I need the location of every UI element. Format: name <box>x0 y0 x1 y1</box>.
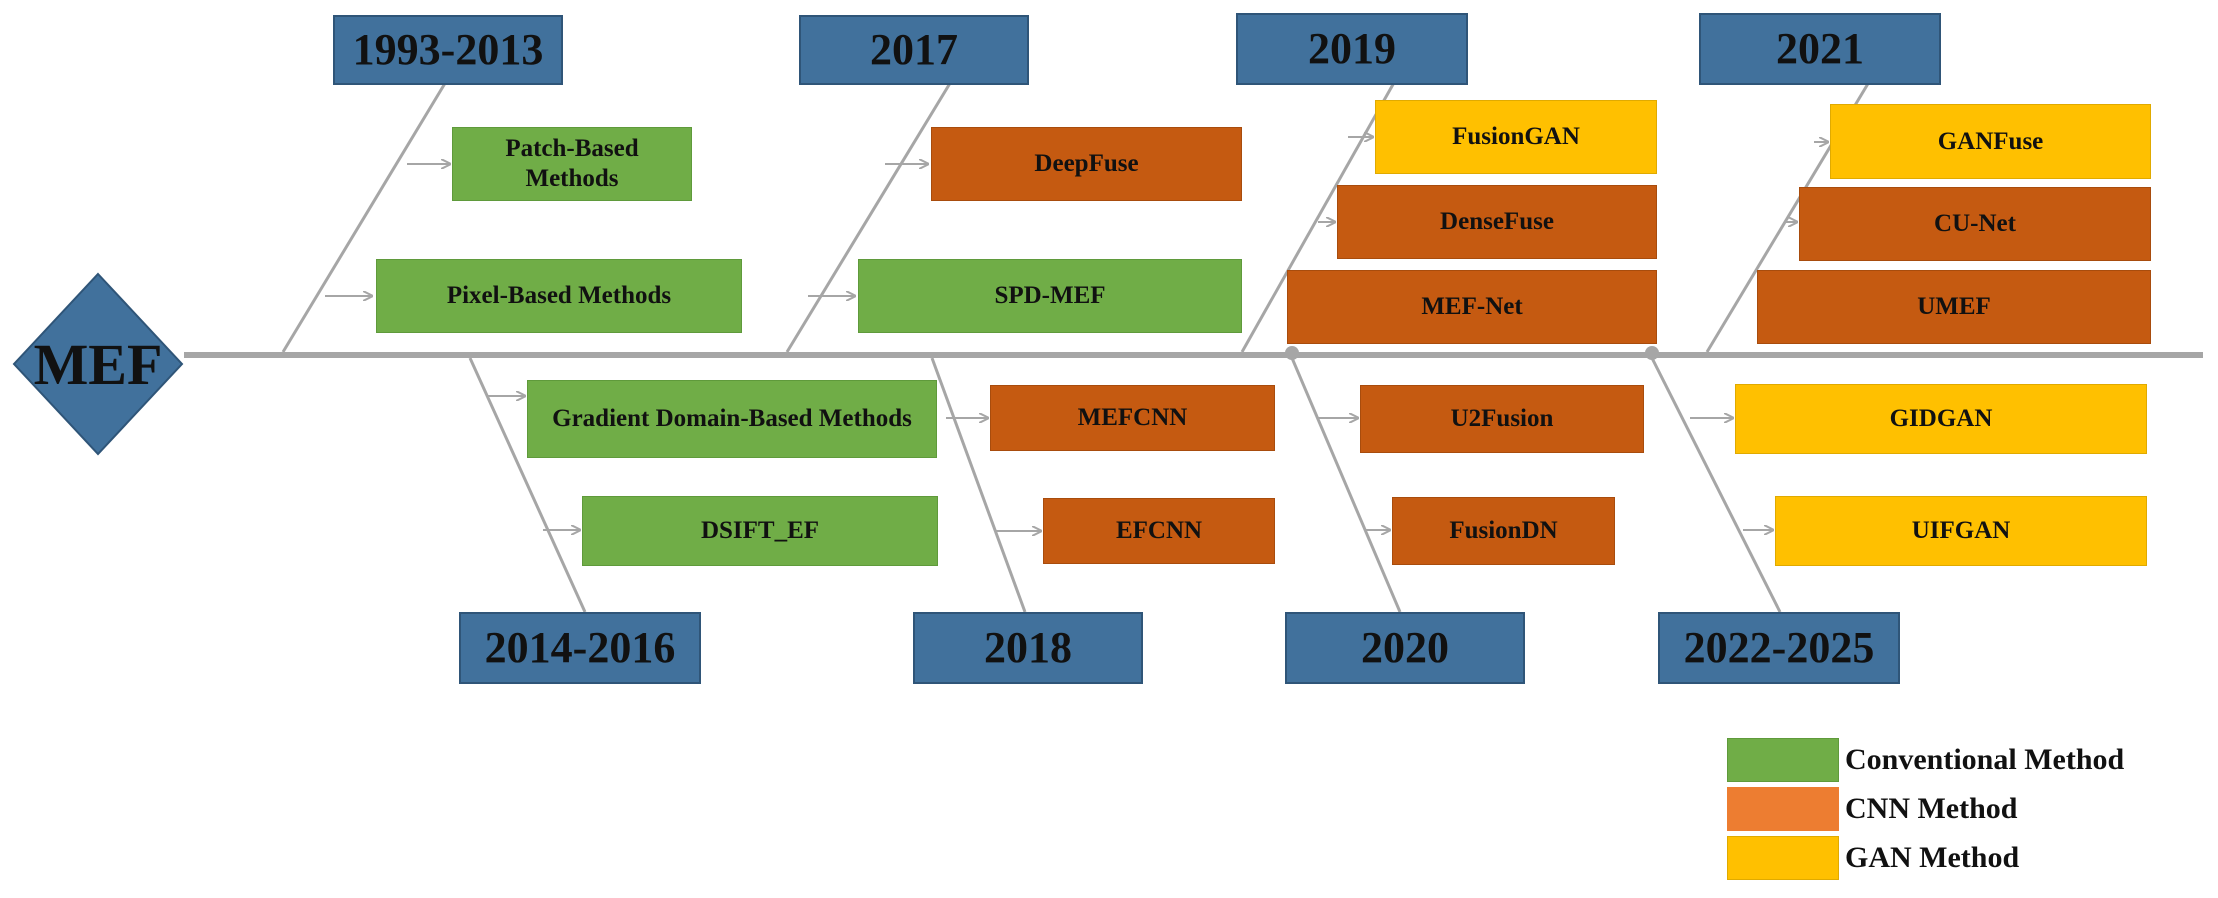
legend-swatch-cnn <box>1727 787 1839 831</box>
rib-2014-2016 <box>468 357 587 613</box>
method-cu-net: CU-Net <box>1799 187 2151 261</box>
method-dsift-ef: DSIFT_EF <box>582 496 938 566</box>
legend-label-conventional: Conventional Method <box>1845 743 2125 776</box>
mef-diamond <box>12 272 184 456</box>
method-deepfuse: DeepFuse <box>931 127 1242 201</box>
year-1993-2013: 1993-2013 <box>333 15 563 85</box>
method-gidgan: GIDGAN <box>1735 384 2147 454</box>
year-2017: 2017 <box>799 15 1029 85</box>
rib-2020 <box>1290 357 1402 613</box>
method-patch-based: Patch-Based Methods <box>452 127 692 201</box>
rib-1993-2013 <box>281 74 452 353</box>
method-efcnn: EFCNN <box>1043 498 1275 564</box>
method-umef: UMEF <box>1757 270 2151 344</box>
year-2018: 2018 <box>913 612 1143 684</box>
year-2021: 2021 <box>1699 13 1941 85</box>
rib-2017 <box>785 74 957 353</box>
rib-2019 <box>1240 71 1402 353</box>
method-ganfuse: GANFuse <box>1830 104 2151 179</box>
legend-label-gan: GAN Method <box>1845 841 2020 874</box>
method-pixel-based: Pixel-Based Methods <box>376 259 742 333</box>
method-spd-mef: SPD-MEF <box>858 259 1242 333</box>
year-2014-2016: 2014-2016 <box>459 612 701 684</box>
method-mef-net: MEF-Net <box>1287 270 1657 344</box>
legend-label-cnn: CNN Method <box>1845 792 2018 825</box>
method-uifgan: UIFGAN <box>1775 496 2147 566</box>
legend-swatch-gan <box>1727 836 1839 880</box>
legend-swatch-conventional <box>1727 738 1839 782</box>
joint-dot-2021 <box>1645 346 1659 360</box>
rib-2018 <box>930 357 1027 613</box>
method-u2fusion: U2Fusion <box>1360 385 1644 453</box>
rib-2022-2025 <box>1650 357 1782 613</box>
year-2019: 2019 <box>1236 13 1468 85</box>
method-gradient-domain: Gradient Domain-Based Methods <box>527 380 937 458</box>
year-2022-2025: 2022-2025 <box>1658 612 1900 684</box>
joint-dot-2019 <box>1285 346 1299 360</box>
method-densefuse: DenseFuse <box>1337 185 1657 259</box>
method-fusiondn: FusionDN <box>1392 497 1615 565</box>
year-2020: 2020 <box>1285 612 1525 684</box>
method-mefcnn: MEFCNN <box>990 385 1275 451</box>
mef-label: MEF <box>33 331 163 397</box>
method-fusiongan: FusionGAN <box>1375 100 1657 174</box>
